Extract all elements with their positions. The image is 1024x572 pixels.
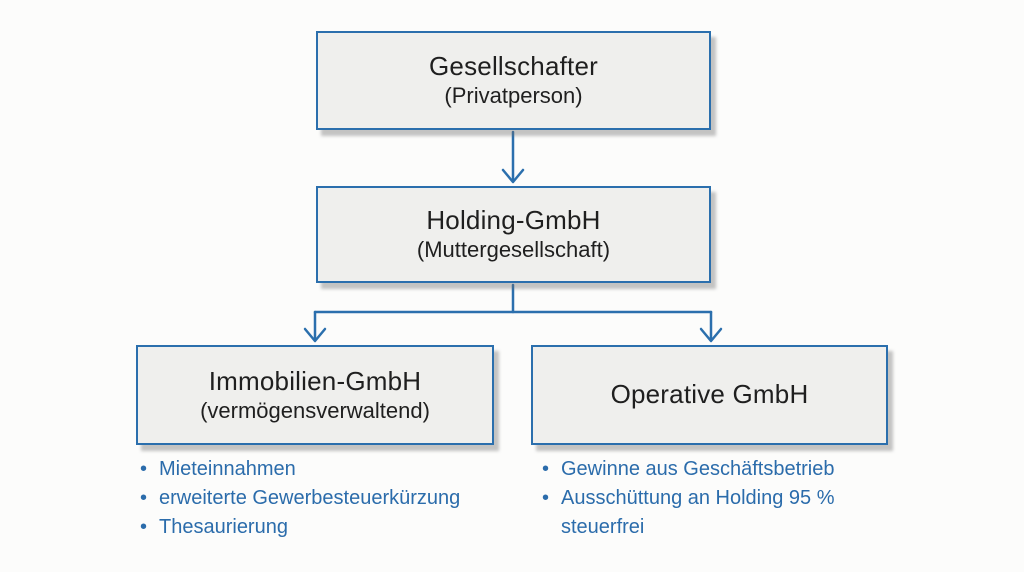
branch-holding bbox=[313, 283, 713, 314]
list-item: • Ausschüttung an Holding 95 % steuerfre… bbox=[542, 484, 858, 542]
node-title: Operative GmbH bbox=[610, 379, 809, 410]
list-item-label: erweiterte Gewerbesteuerkürzung bbox=[159, 487, 461, 509]
node-subtitle: (Privatperson) bbox=[444, 83, 583, 109]
bullet-icon: • bbox=[542, 487, 550, 509]
bullet-icon: • bbox=[140, 487, 148, 509]
list-item-label: Thesaurierung bbox=[159, 516, 288, 538]
bullet-icon: • bbox=[542, 458, 550, 480]
list-item-label: Ausschüttung an Holding 95 % steuerfrei bbox=[561, 487, 835, 538]
node-title: Holding-GmbH bbox=[426, 205, 601, 236]
arrow-holding-to-immobilien bbox=[303, 310, 327, 343]
node-holding: Holding-GmbH (Muttergesellschaft) bbox=[316, 186, 711, 283]
node-title: Immobilien-GmbH bbox=[208, 365, 422, 396]
node-subtitle: (vermögensverwaltend) bbox=[200, 397, 430, 423]
list-item: • Thesaurierung bbox=[140, 513, 510, 542]
bullet-list-immobilien: • Mieteinnahmen • erweiterte Gewerbesteu… bbox=[140, 455, 510, 542]
arrow-gesellschafter-to-holding bbox=[501, 130, 525, 184]
node-title: Gesellschafter bbox=[429, 51, 598, 82]
node-subtitle: (Muttergesellschaft) bbox=[416, 237, 611, 263]
node-operative: Operative GmbH bbox=[531, 345, 888, 445]
list-item: • Gewinne aus Geschäftsbetrieb bbox=[542, 455, 858, 484]
node-gesellschafter: Gesellschafter (Privatperson) bbox=[316, 31, 711, 130]
arrow-holding-to-operative bbox=[699, 310, 723, 343]
list-item: • Mieteinnahmen bbox=[140, 455, 510, 484]
list-item-label: Gewinne aus Geschäftsbetrieb bbox=[561, 458, 835, 480]
node-immobilien: Immobilien-GmbH (vermögensverwaltend) bbox=[136, 345, 494, 445]
bullet-list-operative: • Gewinne aus Geschäftsbetrieb • Ausschü… bbox=[542, 455, 858, 542]
list-item: • erweiterte Gewerbesteuerkürzung bbox=[140, 484, 510, 513]
bullet-icon: • bbox=[140, 516, 148, 538]
bullet-icon: • bbox=[140, 458, 148, 480]
list-item-label: Mieteinnahmen bbox=[159, 458, 296, 480]
